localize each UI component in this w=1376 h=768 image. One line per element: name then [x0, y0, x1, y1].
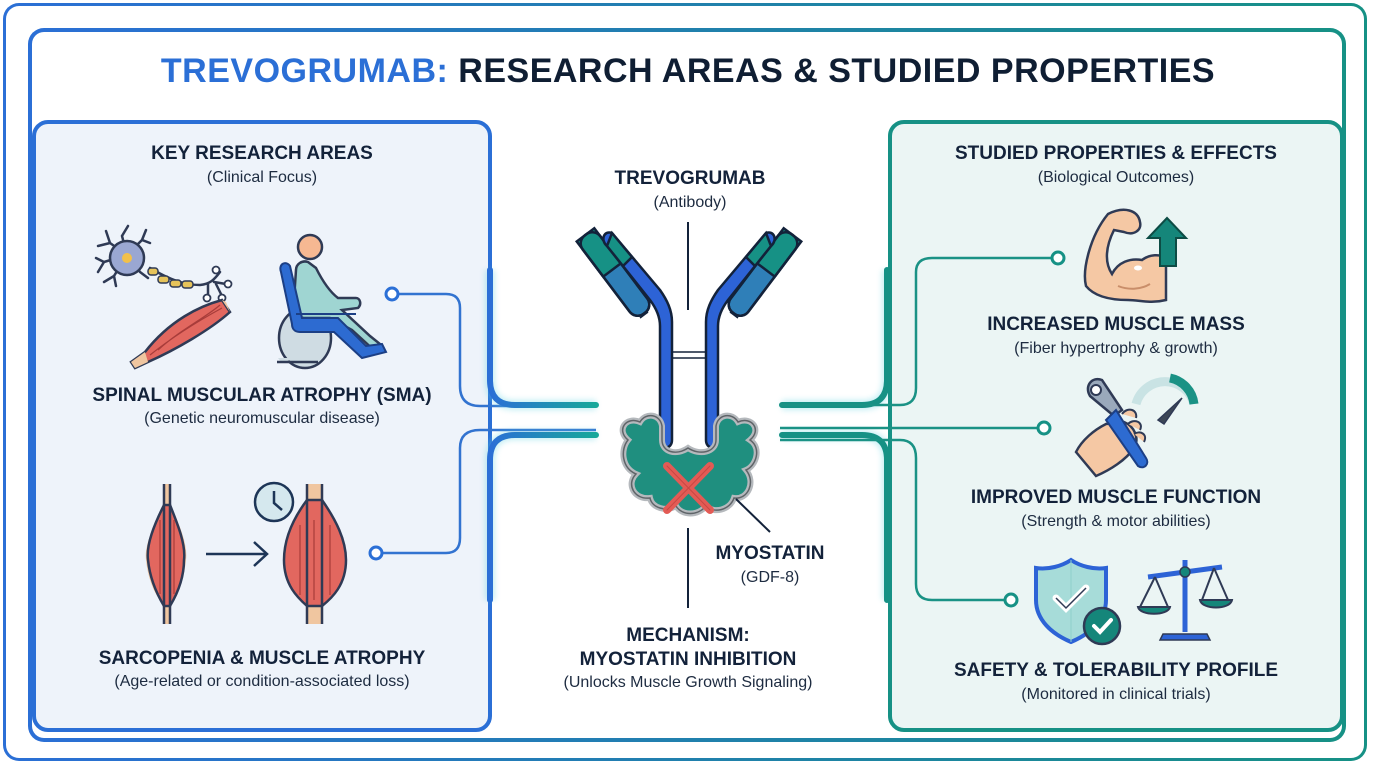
balance-scale-icon: [1136, 560, 1234, 641]
mechanism-label-line2: MYOSTATIN INHIBITION: [579, 649, 797, 670]
studied-properties-subheading: (Biological Outcomes): [1037, 169, 1195, 186]
research-areas-subheading: (Clinical Focus): [206, 169, 318, 186]
hand-grip-icon: [1074, 377, 1149, 478]
muscle-mass-title: INCREASED MUSCLE MASS: [987, 314, 1245, 335]
sma-connector: [384, 286, 596, 408]
mechanism-label-line1: MECHANISM:: [626, 625, 750, 646]
muscle-function-subtitle: (Strength & motor abilities): [1021, 513, 1211, 530]
muscle-mass-subtitle: (Fiber hypertrophy & growth): [1014, 340, 1218, 357]
studied-properties-heading: STUDIED PROPERTIES & EFFECTS: [955, 143, 1277, 164]
left-flow-lines: [485, 267, 599, 603]
antibody-sublabel: (Antibody): [653, 194, 727, 211]
arrow-up-icon: [1145, 216, 1189, 267]
mechanism-sublabel: (Unlocks Muscle Growth Signaling): [563, 674, 813, 691]
sarcopenia-subtitle: (Age-related or condition-associated los…: [114, 673, 410, 690]
gauge-icon: [1131, 373, 1199, 426]
sma-subtitle: (Genetic neuromuscular disease): [144, 410, 380, 427]
arrow-right-icon: [206, 541, 269, 567]
muscle-function-title: IMPROVED MUSCLE FUNCTION: [970, 487, 1262, 508]
muscle-icon: [145, 484, 187, 624]
sma-title: SPINAL MUSCULAR ATROPHY (SMA): [92, 385, 432, 406]
myostatin-pointer-line: [687, 498, 771, 608]
muscle-icon: [129, 298, 232, 370]
clock-icon: [253, 481, 295, 523]
antibody-label: TREVOGRUMAB: [614, 168, 766, 189]
muscle-icon: [282, 484, 348, 624]
flexed-bicep-icon: [1083, 208, 1168, 304]
effects-connectors: [780, 250, 1066, 608]
wheelchair-patient-icon: [277, 233, 388, 370]
inhibition-x-icon: [663, 462, 714, 514]
myostatin-icon: [619, 412, 760, 517]
title-accent: TREVOGRUMAB:: [160, 52, 449, 90]
neuron-icon: [94, 224, 233, 303]
safety-title: SAFETY & TOLERABILITY PROFILE: [953, 660, 1279, 681]
research-areas-panel: [32, 120, 492, 732]
antibody-icon: [574, 226, 804, 449]
page-title: TREVOGRUMAB: RESEARCH AREAS & STUDIED PR…: [0, 52, 1376, 91]
myostatin-label: MYOSTATIN: [715, 543, 825, 564]
sarcopenia-connector: [368, 428, 596, 561]
shield-check-icon: [1034, 557, 1122, 646]
antibody-pointer-line: [687, 222, 689, 310]
title-rest: RESEARCH AREAS & STUDIED PROPERTIES: [448, 52, 1216, 90]
myostatin-sublabel: (GDF-8): [740, 569, 800, 586]
sarcopenia-title: SARCOPENIA & MUSCLE ATROPHY: [98, 648, 426, 669]
research-areas-heading: KEY RESEARCH AREAS: [151, 143, 373, 164]
safety-subtitle: (Monitored in clinical trials): [1021, 686, 1211, 703]
